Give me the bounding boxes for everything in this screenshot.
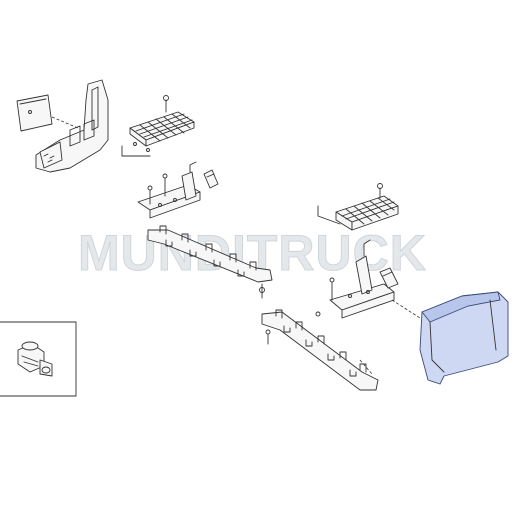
upper-mounting-plate <box>137 161 201 219</box>
lower-step-grating <box>317 183 399 231</box>
highlighted-step-housing <box>419 291 509 385</box>
upper-support-rail <box>147 225 273 299</box>
lower-mounting-plate <box>315 239 421 319</box>
left-step-bracket <box>35 79 109 173</box>
fastener-inset <box>0 321 77 397</box>
clip-upper <box>203 169 219 189</box>
lower-support-rail <box>261 309 379 391</box>
clip-lower <box>379 267 399 289</box>
cover-plate <box>16 94 79 132</box>
upper-step-grating <box>121 95 195 157</box>
